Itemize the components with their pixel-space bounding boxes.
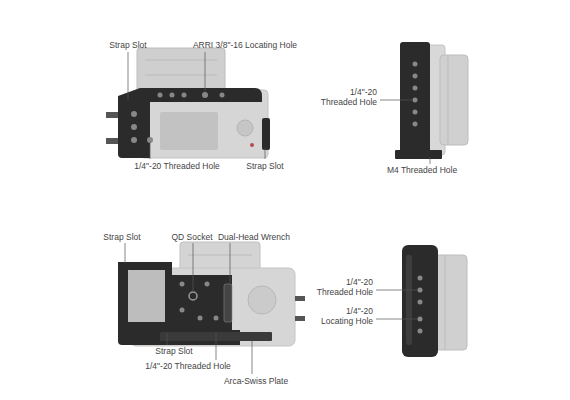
camera-side-view <box>395 42 468 159</box>
part-label: Strap Slot <box>155 346 192 356</box>
camera-top-view <box>106 48 270 158</box>
part-label: Strap Slot <box>103 232 140 242</box>
leader-lines <box>125 52 430 374</box>
part-label: Strap Slot <box>109 40 146 50</box>
part-label: Strap Slot <box>246 161 283 171</box>
part-label: 1/4"-20 Threaded Hole <box>134 161 220 171</box>
camera-grip-view <box>402 245 467 357</box>
part-label: Arca-Swiss Plate <box>224 376 288 386</box>
part-label: Dual-Head Wrench <box>218 232 290 242</box>
part-label: ARRI 3/8"-16 Locating Hole <box>193 40 297 50</box>
camera-front-view <box>118 242 305 346</box>
part-label: 1/4"-20 Threaded Hole <box>317 87 377 107</box>
part-label: M4 Threaded Hole <box>387 165 457 175</box>
part-label: 1/4"-20 Threaded Hole <box>145 361 231 371</box>
part-label: 1/4"-20 Locating Hole <box>313 306 373 326</box>
part-label: 1/4"-20 Threaded Hole <box>313 277 373 297</box>
part-label: QD Socket <box>171 232 212 242</box>
